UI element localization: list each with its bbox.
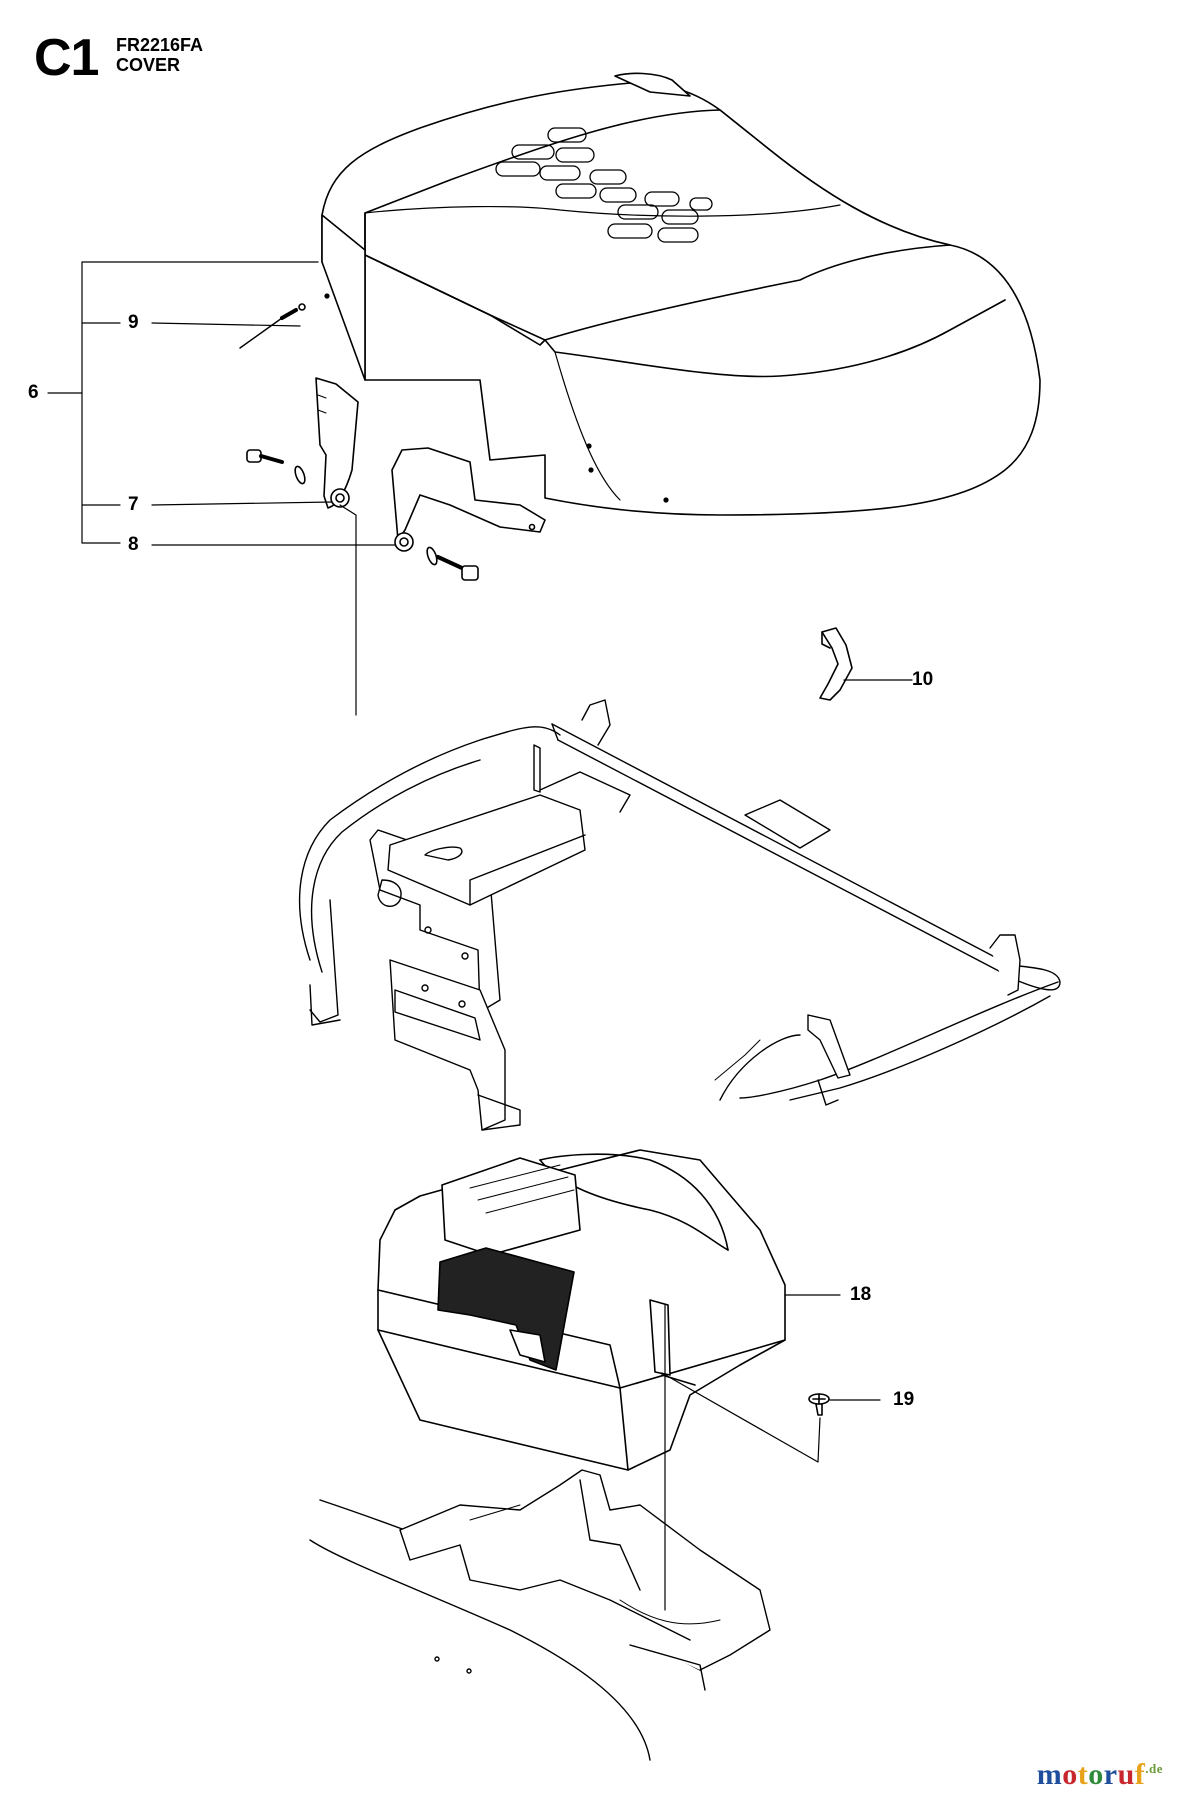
watermark-letter: o — [1062, 1758, 1078, 1791]
leader-7 — [151, 501, 333, 506]
hood-cover — [321, 72, 1041, 516]
watermark-letter: u — [1117, 1758, 1135, 1791]
watermark-letter: m — [1036, 1758, 1063, 1791]
section-code: C1 — [34, 29, 99, 87]
screw-19 — [808, 1393, 830, 1416]
hinge-bracket-left — [315, 377, 359, 509]
watermark-text: motoruf — [1037, 1758, 1146, 1791]
callout-9: 9 — [128, 312, 139, 333]
bracket-6-7-8 — [81, 261, 319, 544]
fasteners-upper — [239, 303, 479, 581]
hinge-bracket-right — [391, 447, 546, 552]
clip-part-10 — [819, 627, 853, 701]
callout-18: 18 — [850, 1284, 872, 1305]
watermark-letter: r — [1103, 1758, 1118, 1791]
chassis-frame — [298, 699, 1061, 1131]
leader-lines — [47, 261, 913, 1611]
leader-9 — [151, 322, 301, 327]
watermark-letter: o — [1088, 1758, 1104, 1791]
watermark-suffix: .de — [1145, 1761, 1163, 1776]
section-title: COVER — [116, 55, 181, 75]
battery-cover — [377, 1149, 786, 1471]
base-tray — [309, 1469, 771, 1761]
watermark-logo: motoruf.de — [1037, 1758, 1163, 1792]
callout-10: 10 — [912, 669, 934, 690]
callout-8: 8 — [128, 534, 139, 555]
watermark-letter: t — [1077, 1758, 1089, 1791]
callout-6: 6 — [28, 382, 39, 403]
vent-slots — [495, 127, 713, 243]
watermark-letter: f — [1134, 1758, 1146, 1791]
callout-7: 7 — [128, 494, 139, 515]
model-number: FR2216FA — [116, 35, 204, 55]
callout-19: 19 — [893, 1389, 915, 1410]
